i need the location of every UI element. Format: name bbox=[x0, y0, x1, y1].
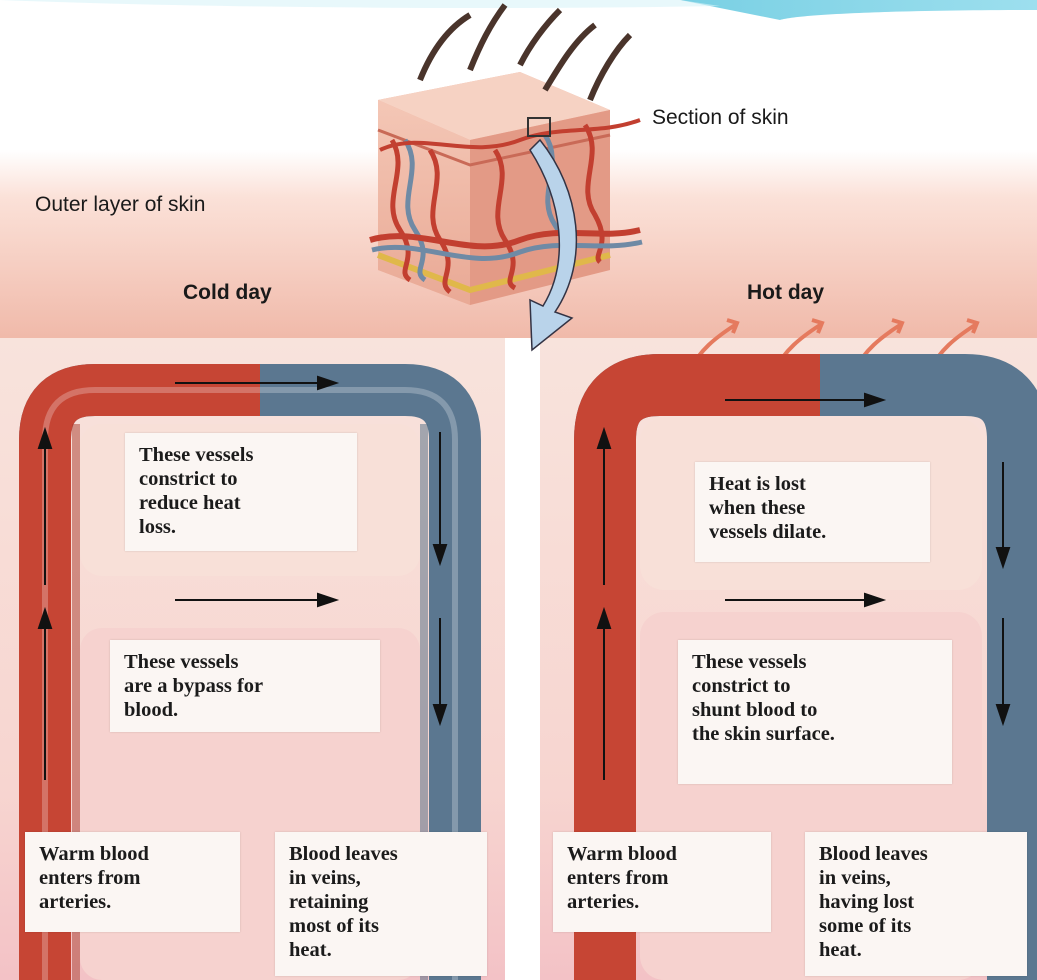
cold-upper-line: constrict to bbox=[139, 467, 343, 491]
cold-upper-line: These vessels bbox=[139, 443, 343, 467]
cold-enter-line: Warm blood bbox=[39, 842, 226, 866]
hot-upper-line: when these bbox=[709, 496, 916, 520]
section-of-skin-label: Section of skin bbox=[652, 106, 789, 130]
hot-lower-line: These vessels bbox=[692, 650, 938, 674]
cold-leave-line: most of its bbox=[289, 914, 473, 938]
hot-leave-note: Blood leaves in veins, having lost some … bbox=[805, 832, 1027, 976]
cold-upper-note: These vessels constrict to reduce heat l… bbox=[125, 433, 357, 551]
hot-leave-line: Blood leaves bbox=[819, 842, 1013, 866]
cold-day-heading: Cold day bbox=[183, 281, 272, 305]
skin-section-illustration bbox=[370, 5, 642, 305]
hot-upper-note: Heat is lost when these vessels dilate. bbox=[695, 462, 930, 562]
hot-leave-line: heat. bbox=[819, 938, 1013, 962]
cold-leave-line: retaining bbox=[289, 890, 473, 914]
hot-enter-line: Warm blood bbox=[567, 842, 757, 866]
cold-enter-line: arteries. bbox=[39, 890, 226, 914]
cold-leave-line: heat. bbox=[289, 938, 473, 962]
cold-enter-note: Warm blood enters from arteries. bbox=[25, 832, 240, 932]
cold-lower-line: are a bypass for bbox=[124, 674, 366, 698]
cold-enter-line: enters from bbox=[39, 866, 226, 890]
hot-enter-note: Warm blood enters from arteries. bbox=[553, 832, 771, 932]
hot-lower-line: the skin surface. bbox=[692, 722, 938, 746]
hot-leave-line: in veins, bbox=[819, 866, 1013, 890]
cold-lower-note: These vessels are a bypass for blood. bbox=[110, 640, 380, 732]
cold-leave-line: Blood leaves bbox=[289, 842, 473, 866]
hot-day-heading: Hot day bbox=[747, 281, 824, 305]
hot-enter-line: enters from bbox=[567, 866, 757, 890]
cold-lower-line: These vessels bbox=[124, 650, 366, 674]
cold-upper-line: loss. bbox=[139, 515, 343, 539]
hot-upper-line: vessels dilate. bbox=[709, 520, 916, 544]
cold-leave-line: in veins, bbox=[289, 866, 473, 890]
hot-lower-line: shunt blood to bbox=[692, 698, 938, 722]
cold-lower-line: blood. bbox=[124, 698, 366, 722]
hot-lower-note: These vessels constrict to shunt blood t… bbox=[678, 640, 952, 784]
hot-leave-line: some of its bbox=[819, 914, 1013, 938]
hot-lower-line: constrict to bbox=[692, 674, 938, 698]
outer-layer-label: Outer layer of skin bbox=[35, 193, 205, 217]
hot-leave-line: having lost bbox=[819, 890, 1013, 914]
hot-enter-line: arteries. bbox=[567, 890, 757, 914]
hot-upper-line: Heat is lost bbox=[709, 472, 916, 496]
cold-upper-line: reduce heat bbox=[139, 491, 343, 515]
cold-leave-note: Blood leaves in veins, retaining most of… bbox=[275, 832, 487, 976]
